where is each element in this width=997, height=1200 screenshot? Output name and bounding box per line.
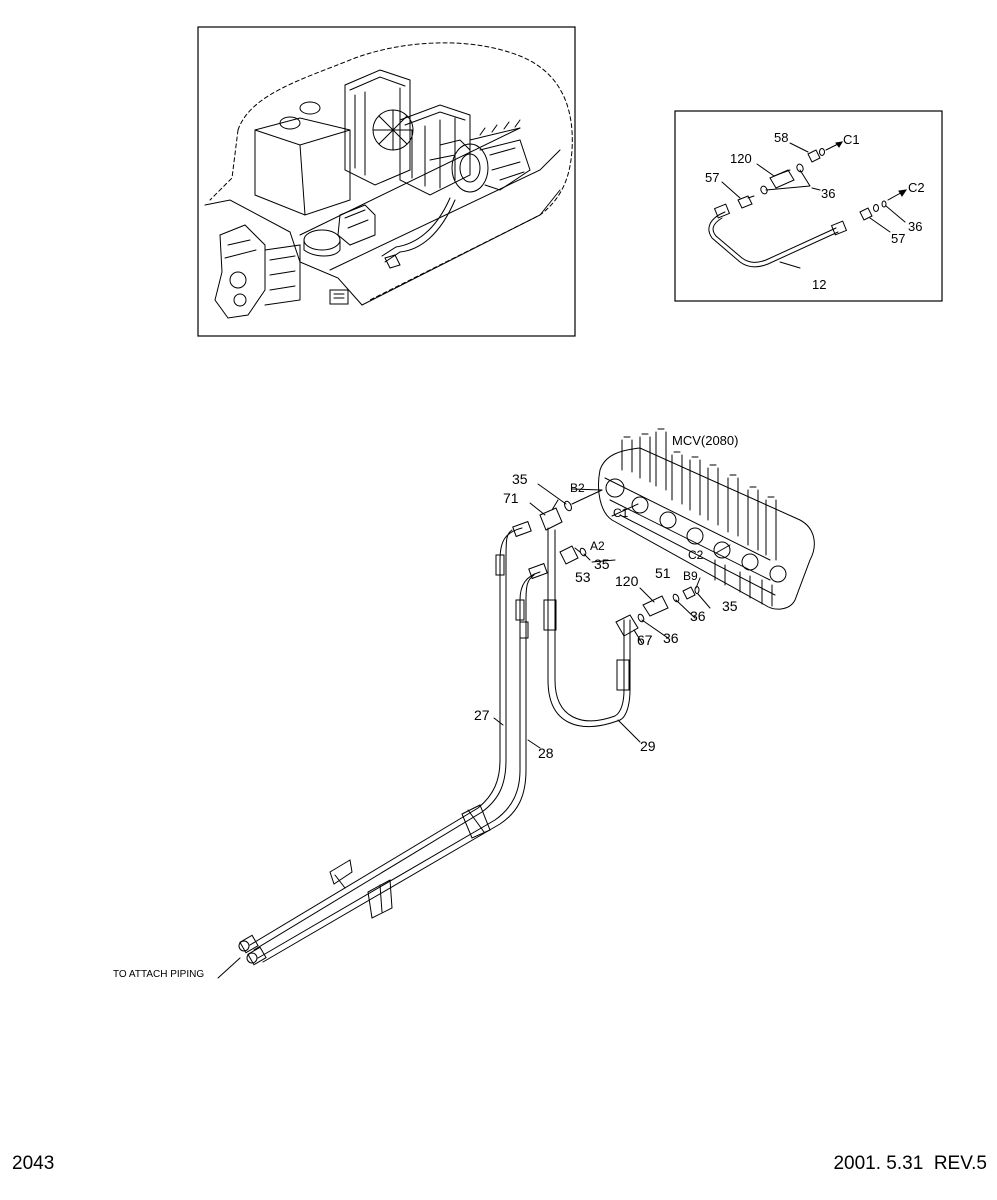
hose-28 [257, 571, 541, 959]
engine-cover [254, 117, 351, 216]
detail-inset-panel: 58 C1 120 57 36 C2 36 57 12 [674, 110, 943, 302]
hose-ends [238, 934, 267, 966]
callout-28: 28 [538, 745, 554, 761]
callout-58: 58 [774, 130, 788, 145]
callout-57-left: 57 [705, 170, 719, 185]
callout-c2-inset: C2 [908, 180, 925, 195]
page-number: 2043 [12, 1153, 55, 1174]
callout-35-right: 35 [722, 598, 738, 614]
radiator [344, 69, 411, 186]
callout-53: 53 [575, 569, 591, 585]
callout-b2: B2 [570, 481, 585, 495]
callout-36-b: 36 [663, 630, 679, 646]
callout-27: 27 [474, 707, 490, 723]
elbow-67 [615, 614, 639, 637]
swing-bracket [214, 224, 266, 319]
callout-120-main: 120 [615, 573, 639, 589]
support-bracket-b [367, 879, 393, 919]
callout-57-right: 57 [891, 231, 905, 246]
tee-71 [539, 499, 563, 531]
callout-120-inset: 120 [730, 151, 752, 166]
callout-c1-inset: C1 [843, 132, 860, 147]
callout-67: 67 [637, 632, 653, 648]
callout-36-a: 36 [690, 608, 706, 624]
main-callouts: MCV(2080) 35 B2 71 C1 A2 53 35 C2 51 B9 … [113, 433, 738, 980]
callout-c2-main: C2 [688, 548, 704, 562]
pipe-12 [708, 211, 839, 268]
engine-block [399, 104, 471, 196]
main-exploded-view [217, 428, 815, 979]
machine-body-outline [237, 42, 573, 301]
plug-51 [682, 586, 696, 600]
fitting-120-main [642, 595, 669, 617]
hose-27 [249, 527, 523, 946]
hose-clamp [461, 804, 491, 839]
callout-c1-main: C1 [613, 506, 629, 520]
callout-29: 29 [640, 738, 656, 754]
plug-58 [807, 149, 821, 163]
control-valve-top [469, 119, 521, 141]
callout-attach-piping: TO ATTACH PIPING [113, 969, 204, 980]
revision-date: 2001. 5.31 REV.5 [833, 1153, 987, 1174]
callout-mcv: MCV(2080) [672, 433, 738, 448]
adapter-57-right [859, 207, 873, 221]
callout-36-inset-a: 36 [821, 186, 835, 201]
callout-a2: A2 [590, 539, 605, 553]
main-control-valve [598, 428, 815, 610]
step-box [329, 289, 349, 305]
callout-71: 71 [503, 490, 519, 506]
callout-51: 51 [655, 565, 671, 581]
inset-frame [674, 110, 943, 302]
callout-35-mid: 35 [594, 556, 610, 572]
support-bracket-a [329, 859, 353, 889]
machine-overview-panel [197, 26, 576, 337]
plug-53 [559, 545, 579, 565]
adapter-57-left [737, 195, 755, 209]
filler-cap [303, 229, 341, 251]
overview-frame [197, 26, 576, 337]
overview-hose [381, 197, 456, 263]
pump-flange [451, 143, 489, 193]
callout-36-inset-b: 36 [908, 219, 922, 234]
callout-b9: B9 [683, 569, 698, 583]
hose-29 [547, 527, 631, 727]
valve-spools [621, 428, 777, 561]
callout-12: 12 [812, 277, 826, 292]
callout-35-top: 35 [512, 471, 528, 487]
